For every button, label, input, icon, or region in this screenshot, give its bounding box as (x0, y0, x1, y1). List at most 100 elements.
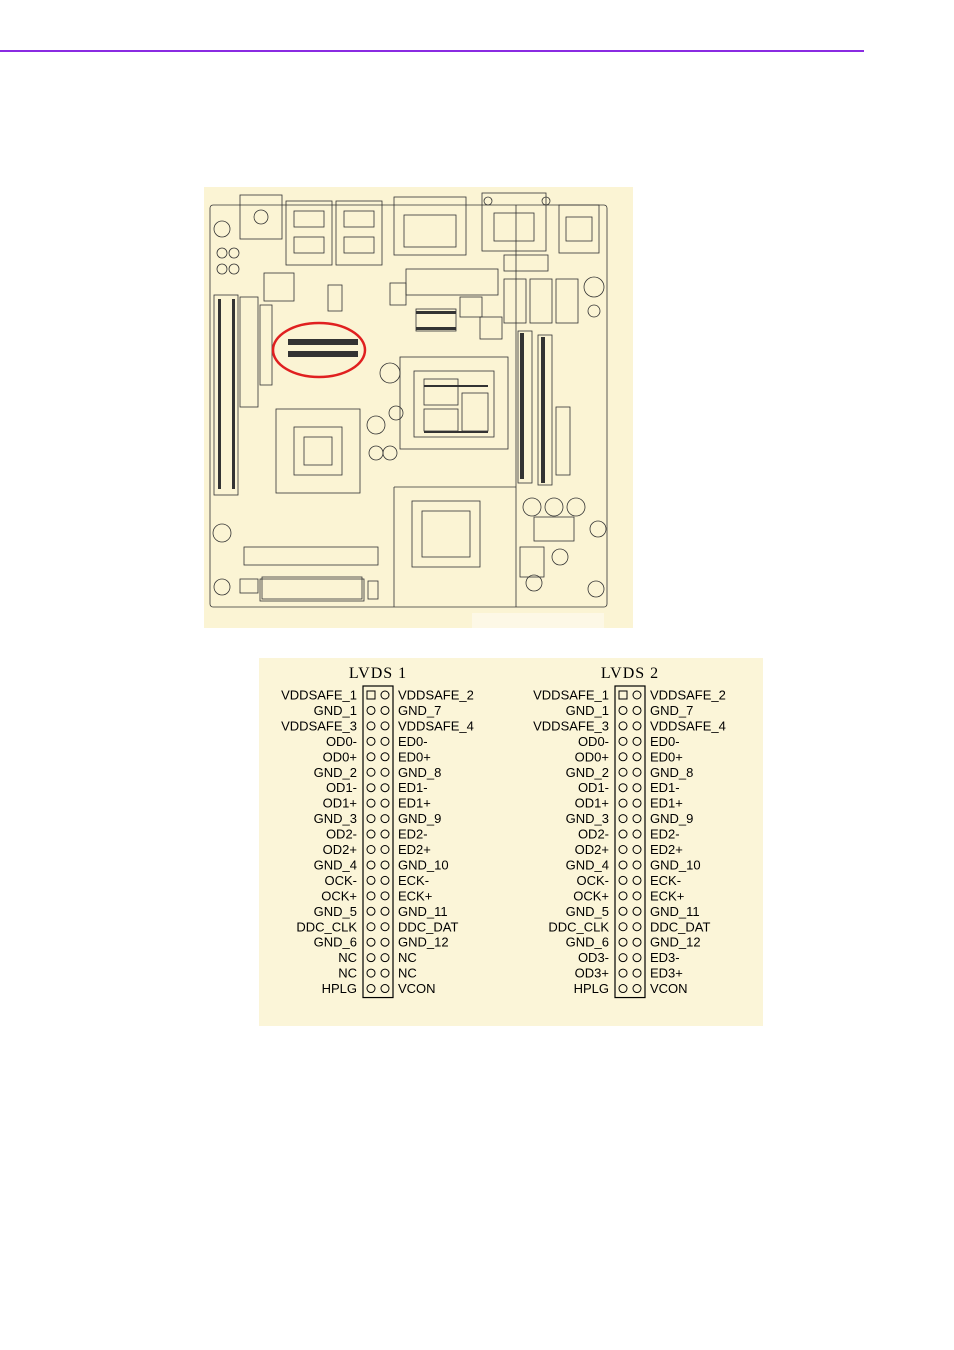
pin-circle (632, 798, 642, 808)
left-pin-label: OD2+ (323, 842, 357, 857)
right-pin-label: NC (398, 950, 417, 965)
cpu-socket (275, 408, 361, 494)
pin-circle (366, 875, 376, 885)
pin-circle (632, 814, 642, 824)
right-pin-label: ED0+ (398, 749, 431, 764)
pin-circle (380, 798, 390, 808)
pin-circle (366, 968, 376, 978)
board-background (204, 187, 633, 628)
left-pin-label: VDDSAFE_1 (281, 688, 357, 703)
left-pin-label: NC (338, 950, 357, 965)
pci-slot-header (243, 546, 379, 566)
left-pin-label: OD0- (326, 734, 357, 749)
connector-outline (614, 685, 646, 999)
right-pin-label: GND_11 (650, 904, 700, 919)
left-pin-label: GND_1 (314, 703, 357, 718)
pin-circle (366, 814, 376, 824)
left-pin-label: GND_5 (566, 904, 609, 919)
pin-circle (618, 860, 628, 870)
left-pin-label: OCK- (325, 873, 358, 888)
pin-circle (380, 984, 390, 994)
audio-jack-connector (239, 194, 283, 240)
pin-circle (618, 798, 628, 808)
pin-circle (632, 736, 642, 746)
pin-circle (380, 736, 390, 746)
right-pin-label: ECK+ (650, 888, 684, 903)
left-pin-label: VDDSAFE_1 (533, 688, 609, 703)
right-pin-label: ED2+ (650, 842, 683, 857)
pin-circle (632, 906, 642, 916)
right-pin-label: ED0- (650, 734, 680, 749)
pin-circle (366, 860, 376, 870)
pin-circle (632, 968, 642, 978)
usb-lan-connector-2 (335, 200, 383, 266)
pin-circle (632, 783, 642, 793)
header-title: LVDS 2 (601, 665, 659, 682)
pin-circle (380, 860, 390, 870)
connector-outline (362, 685, 394, 999)
pin-circle (618, 984, 628, 994)
pin-circle (618, 953, 628, 963)
header-title: LVDS 1 (349, 665, 407, 682)
pin-circle (366, 829, 376, 839)
left-pin-label: GND_5 (314, 904, 357, 919)
pin-circle (618, 968, 628, 978)
left-pin-label: OD2+ (575, 842, 609, 857)
right-pin-label: ECK- (650, 873, 681, 888)
pin-circle (618, 736, 628, 746)
pinout-background (259, 658, 763, 1026)
right-pin-label: ED3- (650, 950, 680, 965)
right-pin-label: GND_9 (398, 811, 441, 826)
pin-circle (380, 829, 390, 839)
left-pin-label: HPLG (574, 981, 609, 996)
left-pin-label: OD1+ (323, 796, 357, 811)
pin-circle (380, 845, 390, 854)
left-pin-label: OCK+ (321, 888, 357, 903)
pin-circle (380, 752, 390, 762)
right-pin-label: DDC_DAT (398, 919, 458, 934)
right-pin-label: GND_10 (650, 857, 701, 872)
right-pin-label: GND_10 (398, 857, 449, 872)
left-pin-label: GND_4 (566, 857, 609, 872)
pin-circle (618, 705, 628, 715)
pin-circle (632, 922, 642, 932)
pin-circle (380, 767, 390, 777)
pin-circle (618, 814, 628, 824)
left-pin-label: GND_6 (314, 935, 357, 950)
pin-circle (632, 705, 642, 715)
usb-lan-connector (285, 200, 333, 266)
pin-circle (618, 906, 628, 916)
pin-circle (366, 906, 376, 916)
left-pin-label: NC (338, 966, 357, 981)
left-pin-label: DDC_CLK (548, 919, 609, 934)
left-pin-label: GND_2 (566, 765, 609, 780)
pin-circle (380, 968, 390, 978)
pin-circle (380, 690, 390, 700)
right-pin-label: GND_11 (398, 904, 448, 919)
top-rule (0, 50, 864, 52)
right-pin-label: GND_7 (650, 703, 693, 718)
right-pin-label: GND_12 (650, 935, 701, 950)
right-pin-label: GND_8 (650, 765, 693, 780)
left-pin-label: VDDSAFE_3 (281, 718, 357, 733)
pin-circle (618, 891, 628, 901)
right-pin-label: GND_12 (398, 935, 449, 950)
left-pin-label: OD3- (578, 950, 609, 965)
pin-circle (632, 937, 642, 947)
left-pin-label: OD2- (578, 827, 609, 842)
pin-circle (632, 860, 642, 870)
right-pin-label: ED3+ (650, 966, 683, 981)
left-pin-label: OD3+ (575, 966, 609, 981)
lvds-connector-1 (288, 339, 358, 345)
pin-circle (366, 845, 376, 854)
board-outline (209, 204, 608, 608)
left-pin-label: HPLG (322, 981, 357, 996)
right-pin-label: ED2+ (398, 842, 431, 857)
right-pin-label: VDDSAFE_2 (650, 688, 726, 703)
pin-circle (632, 984, 642, 994)
left-pin-label: VDDSAFE_3 (533, 718, 609, 733)
left-pin-label: OD2- (326, 827, 357, 842)
front-panel-header (261, 576, 363, 600)
motherboard-layout-figure (204, 187, 633, 628)
